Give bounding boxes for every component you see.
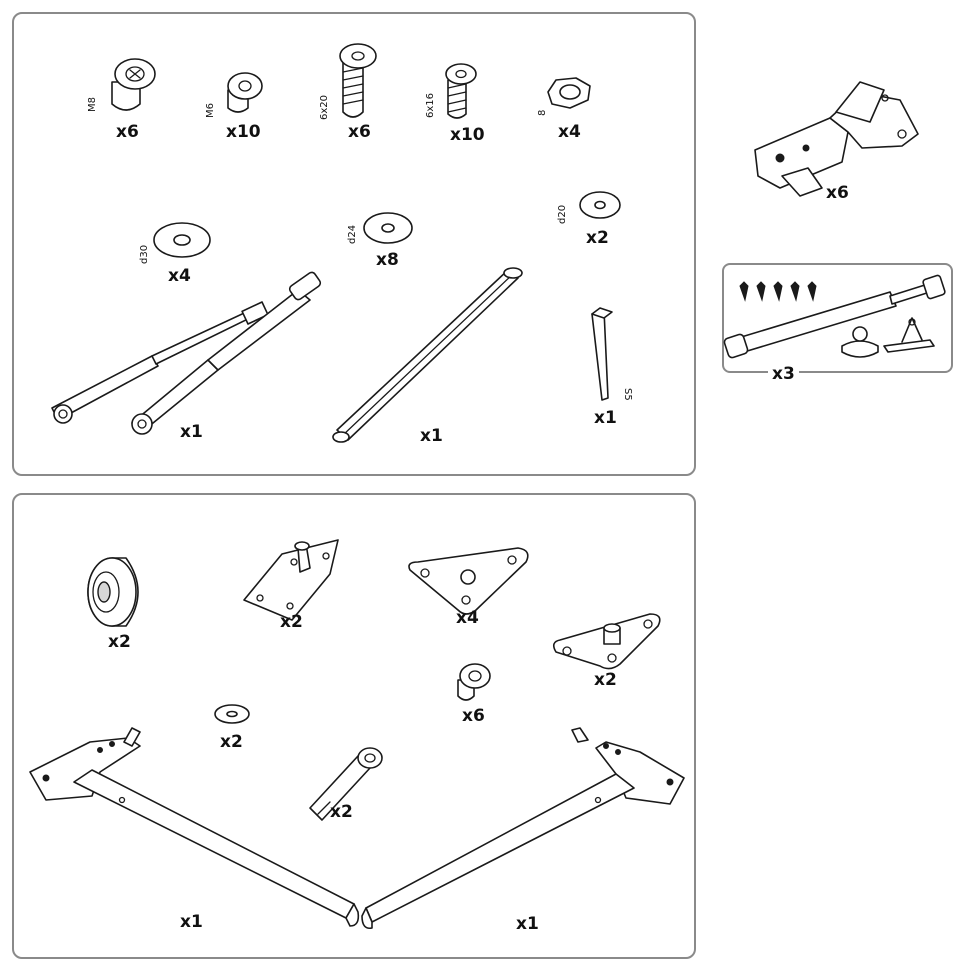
screw-m6-qty: x10 xyxy=(226,122,261,142)
arm-right-icon xyxy=(361,727,685,930)
strut-kit-qty: x3 xyxy=(768,366,799,383)
bolt-6x20-qty: x6 xyxy=(348,122,371,142)
gas-springs-qty: x1 xyxy=(180,422,203,442)
washer-d30-size: d30 xyxy=(139,244,150,264)
wood-screws-icon xyxy=(739,281,817,302)
hinge-icon xyxy=(754,81,919,197)
bushing-qty: x6 xyxy=(462,706,485,726)
washer-d20-icon xyxy=(579,191,621,219)
wheel-icon xyxy=(87,557,139,627)
triangle-plate-pin-icon xyxy=(552,613,661,670)
arm-left-icon xyxy=(29,727,360,927)
bolt-6x16-size: 6x16 xyxy=(425,92,436,118)
hex-key-icon xyxy=(591,307,613,401)
nut-8-size: 8 xyxy=(537,109,548,116)
washer-d24-size: d24 xyxy=(347,224,358,244)
screw-m6-size: M6 xyxy=(205,103,216,118)
rod-icon xyxy=(332,267,523,443)
arm-right-qty: x1 xyxy=(516,914,539,934)
arm-left-qty: x1 xyxy=(180,912,203,932)
axle-bolt-qty: x2 xyxy=(330,802,353,822)
gas-springs-icon xyxy=(51,271,322,435)
nut-8-qty: x4 xyxy=(558,122,581,142)
screw-m8-icon xyxy=(111,58,156,111)
triangle-plate-icon xyxy=(408,547,529,615)
hex-key-size: S5 xyxy=(622,388,633,401)
bolt-6x16-qty: x10 xyxy=(450,125,485,145)
pin-plate-icon xyxy=(243,539,339,621)
small-washer-icon xyxy=(214,704,250,724)
washer-d20-size: d20 xyxy=(557,204,568,224)
triangle-plate-qty: x4 xyxy=(456,608,479,628)
washer-d20-qty: x2 xyxy=(586,228,609,248)
rod-qty: x1 xyxy=(420,426,443,446)
screw-m8-qty: x6 xyxy=(116,122,139,142)
hinge-qty: x6 xyxy=(826,183,849,203)
bushing-icon xyxy=(457,663,491,701)
hex-key-qty: x1 xyxy=(594,408,617,428)
screw-m8-size: M8 xyxy=(87,97,98,112)
wheel-qty: x2 xyxy=(108,632,131,652)
bolt-6x16-icon xyxy=(445,63,477,119)
nut-8-icon xyxy=(547,77,591,109)
strut-kit-icon xyxy=(723,274,946,359)
washer-d30-qty: x4 xyxy=(168,266,191,286)
small-washer-qty: x2 xyxy=(220,732,243,752)
washer-d24-qty: x8 xyxy=(376,250,399,270)
axle-bolt-icon xyxy=(309,747,383,821)
bolt-6x20-size: 6x20 xyxy=(319,94,330,120)
pin-plate-qty: x2 xyxy=(280,612,303,632)
washer-d24-icon xyxy=(363,212,413,244)
screw-m6-icon xyxy=(227,72,263,113)
triangle-plate-pin-qty: x2 xyxy=(594,670,617,690)
washer-d30-icon xyxy=(153,222,211,258)
bolt-6x20-icon xyxy=(339,43,377,118)
